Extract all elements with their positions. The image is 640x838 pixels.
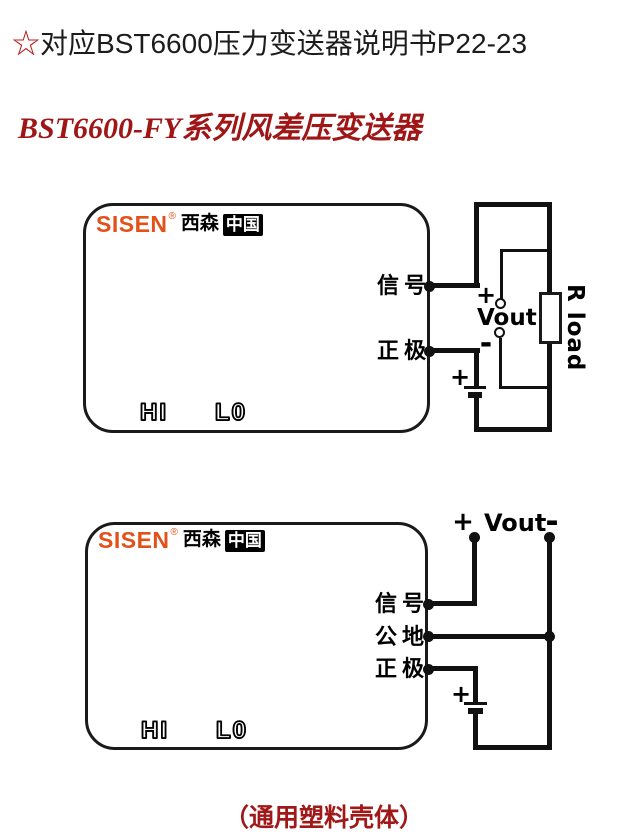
registered-mark-icon: ® bbox=[168, 211, 176, 222]
terminal-dot-signal bbox=[424, 281, 435, 292]
terminal-label-signal: 信号 bbox=[376, 273, 431, 298]
meter-tap-top-vertical bbox=[500, 249, 503, 300]
wire-bottom bbox=[473, 745, 552, 750]
vout-plus-sign: + bbox=[452, 507, 474, 537]
terminal-dot-common bbox=[423, 631, 434, 642]
sisen-logo: SISEN ® 西森 中国 bbox=[98, 528, 265, 552]
vout-plus-terminal-icon bbox=[495, 298, 506, 309]
brand-country-badge: 中国 bbox=[222, 214, 263, 236]
vout-label: Vout bbox=[484, 509, 547, 537]
terminal-dot-signal bbox=[423, 599, 434, 610]
star-icon: ☆ bbox=[12, 28, 41, 59]
vout-minus-sign: - bbox=[545, 502, 559, 540]
brand-cn-text: 西森 bbox=[180, 213, 219, 234]
meter-tap-top-horizontal bbox=[500, 249, 550, 252]
meter-tap-bottom-vertical bbox=[499, 338, 502, 388]
meter-tap-bottom-horizontal bbox=[499, 386, 550, 389]
battery-plus-sign: + bbox=[450, 363, 471, 391]
wire-signal bbox=[429, 601, 477, 606]
vout-plus-terminal-dot bbox=[469, 532, 480, 543]
housing-caption: （通用塑料壳体） bbox=[224, 805, 425, 832]
wire-loop-top bbox=[474, 202, 552, 207]
wire-to-battery bbox=[473, 666, 478, 703]
wire-signal bbox=[430, 283, 480, 288]
wire-loop-bottom bbox=[474, 427, 552, 432]
battery-negative-plate bbox=[468, 392, 482, 398]
header-note: ☆对应BST6600压力变送器说明书P22-23 bbox=[12, 27, 527, 61]
transmitter-box bbox=[85, 522, 428, 750]
brand-text: SISEN bbox=[96, 211, 168, 237]
terminal-label-signal: 信号 bbox=[374, 591, 429, 616]
wire-common bbox=[429, 634, 550, 639]
registered-mark-icon: ® bbox=[170, 527, 178, 538]
load-label: R load bbox=[562, 284, 588, 372]
terminal-label-positive: 正极 bbox=[374, 656, 429, 681]
junction-dot bbox=[544, 631, 555, 642]
wire-positive bbox=[430, 348, 480, 353]
terminal-dot-positive bbox=[424, 346, 435, 357]
vout-plus-sign: + bbox=[475, 281, 497, 309]
battery-negative-plate bbox=[468, 708, 483, 714]
wire-loop-left-upper bbox=[474, 202, 479, 288]
wire-positive bbox=[429, 666, 478, 671]
port-label-hi: HI bbox=[140, 717, 169, 744]
vout-minus-terminal-icon bbox=[494, 327, 505, 338]
port-label-hi: HI bbox=[139, 399, 168, 426]
transmitter-box bbox=[83, 203, 430, 433]
terminal-dot-positive bbox=[423, 664, 434, 675]
wire-voutplus-vertical bbox=[472, 538, 477, 606]
wire-battery-to-bottom bbox=[474, 398, 479, 432]
brand-text: SISEN bbox=[98, 527, 170, 553]
sisen-logo: SISEN ® 西森 中国 bbox=[96, 212, 263, 236]
vout-label: Vout bbox=[477, 305, 537, 331]
port-label-lo: L0 bbox=[214, 399, 248, 426]
battery-positive-plate bbox=[464, 702, 487, 705]
wire-to-battery bbox=[474, 348, 479, 388]
wire-loop-right-upper bbox=[547, 202, 552, 295]
wire-voutminus-vertical bbox=[547, 538, 552, 750]
vout-minus-terminal-dot bbox=[544, 532, 555, 543]
battery-positive-plate bbox=[464, 386, 486, 389]
battery-plus-sign: + bbox=[451, 680, 472, 708]
page-title: BST6600-FY系列风差压变送器 bbox=[18, 112, 422, 145]
load-resistor-icon bbox=[539, 292, 562, 344]
terminal-label-positive: 正极 bbox=[376, 338, 431, 363]
terminal-label-common: 公地 bbox=[374, 624, 429, 649]
wire-battery-to-bottom bbox=[473, 714, 478, 750]
note-text: 对应BST6600压力变送器说明书P22-23 bbox=[40, 28, 528, 59]
brand-cn-text: 西森 bbox=[182, 529, 221, 550]
brand-country-badge: 中国 bbox=[224, 530, 265, 552]
port-label-lo: L0 bbox=[215, 717, 249, 744]
vout-minus-sign: - bbox=[479, 326, 493, 361]
